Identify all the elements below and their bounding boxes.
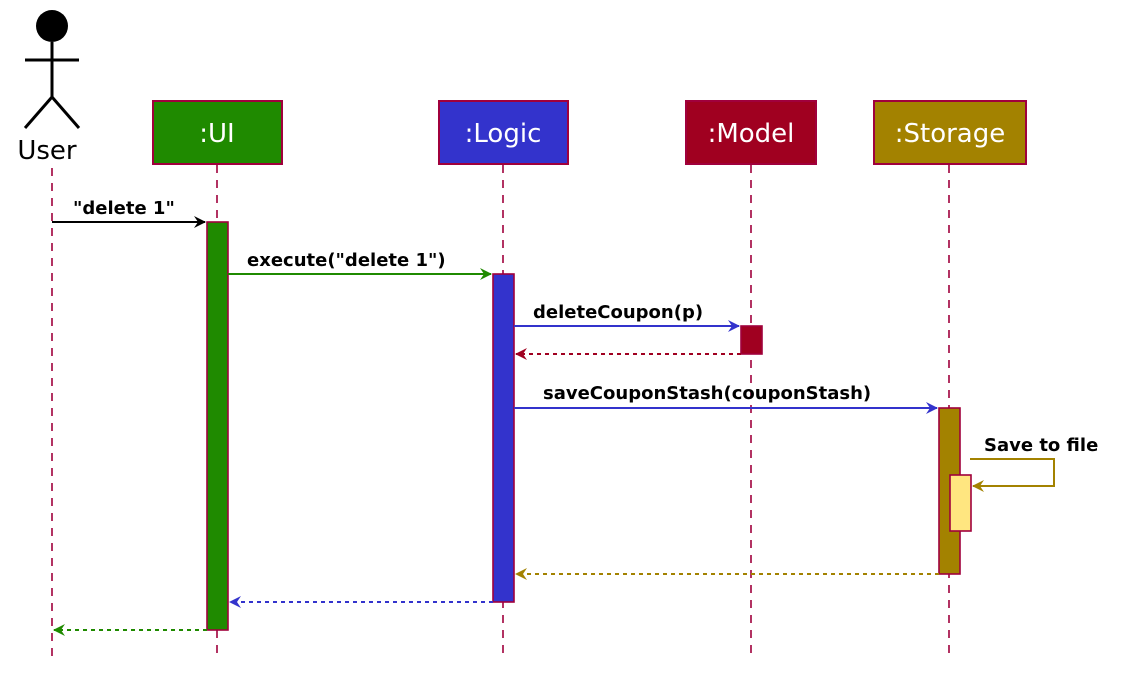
participant-storage: :Storage xyxy=(873,100,1027,165)
user-actor-icon xyxy=(23,10,81,129)
storage-self-activation xyxy=(949,474,972,532)
participant-model: :Model xyxy=(685,100,817,165)
user-actor-label: User xyxy=(17,136,77,166)
message-user-to-ui-label: "delete 1" xyxy=(73,198,175,219)
participant-logic: :Logic xyxy=(438,100,569,165)
participant-logic-label: :Logic xyxy=(465,119,542,149)
participant-ui-label: :UI xyxy=(199,119,234,149)
model-activation xyxy=(740,325,763,355)
message-storage-self-arrow xyxy=(970,458,1055,492)
logic-activation xyxy=(492,273,515,603)
message-ui-to-logic-label: execute("delete 1") xyxy=(247,250,446,271)
participant-storage-label: :Storage xyxy=(895,119,1006,149)
message-storage-self-label: Save to file xyxy=(984,435,1098,456)
ui-activation xyxy=(206,221,229,631)
participant-model-label: :Model xyxy=(708,119,795,149)
message-logic-to-storage-label: saveCouponStash(couponStash) xyxy=(543,383,871,404)
message-logic-to-model-label: deleteCoupon(p) xyxy=(533,302,703,323)
participant-ui: :UI xyxy=(152,100,283,165)
